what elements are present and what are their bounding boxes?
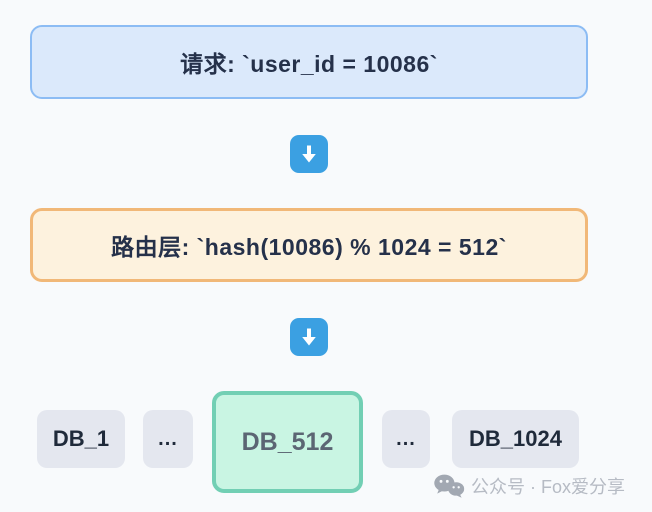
db-shard-db1: DB_1 [37,410,125,468]
db-shard-db512-highlighted: DB_512 [212,391,363,493]
down-arrow-icon [290,318,328,356]
ellipsis-label: ... [158,427,178,450]
down-arrow-icon [290,135,328,173]
db-shard-label: DB_1 [52,426,110,451]
db-shard-label: DB_512 [241,427,334,456]
wechat-icon [434,474,465,498]
db-shard-label: DB_1024 [469,426,562,451]
watermark: 公众号 · Fox爱分享 [433,472,625,500]
routing-box-label: 路由层: `hash(10086) % 1024 = 512` [111,234,507,260]
db-shard-ellipsis: ... [382,410,430,468]
watermark-text: 公众号 · Fox爱分享 [471,477,626,497]
db-shard-db1024: DB_1024 [452,410,579,468]
request-box-label: 请求: `user_id = 10086` [180,51,438,77]
down-arrow-glyph [302,328,316,346]
db-shard-ellipsis: ... [143,410,193,468]
routing-box: 路由层: `hash(10086) % 1024 = 512` [30,208,588,282]
down-arrow-glyph [302,145,316,163]
ellipsis-label: ... [396,427,416,450]
request-box: 请求: `user_id = 10086` [30,25,588,99]
